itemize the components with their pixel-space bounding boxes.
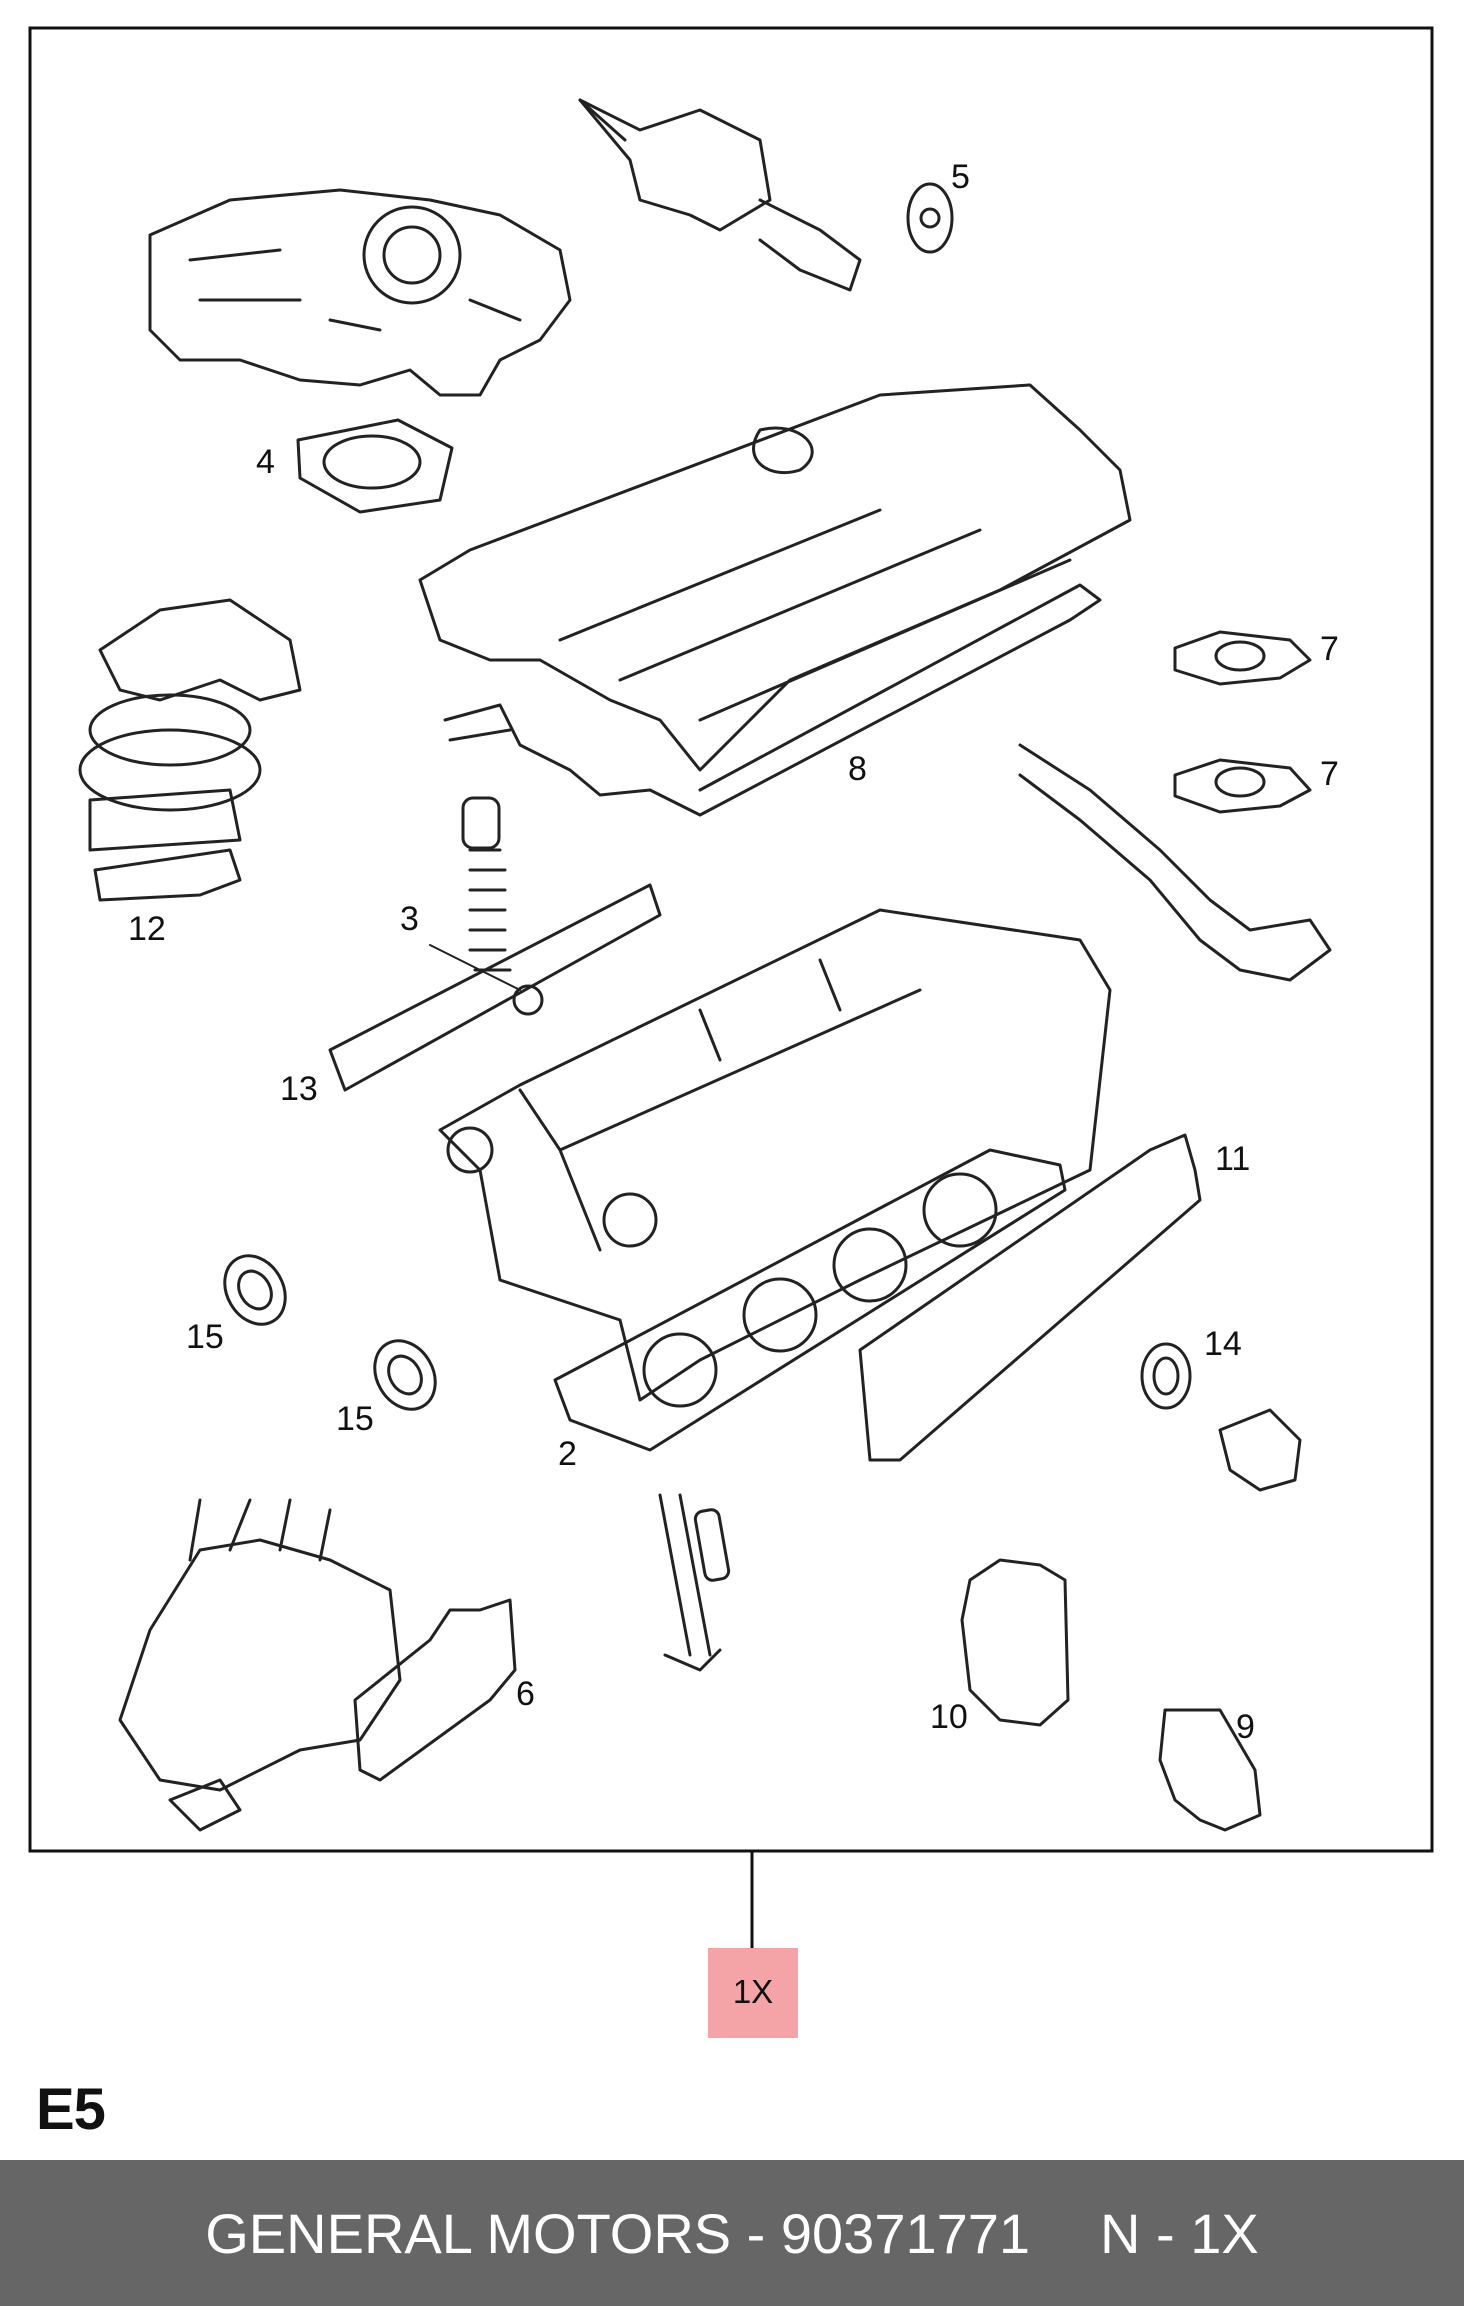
diagram-frame bbox=[28, 26, 1434, 1853]
throttle-body-illustration bbox=[148, 188, 572, 397]
callout-14: 14 bbox=[1204, 1325, 1242, 1363]
cylinder-head-illustration bbox=[438, 908, 1112, 1402]
gasket-7-lower bbox=[1173, 758, 1312, 814]
head-gasket-2 bbox=[553, 1148, 1067, 1452]
callout-5: 5 bbox=[951, 158, 970, 196]
cam-cover-illustration bbox=[418, 383, 1132, 772]
gasket-13 bbox=[328, 883, 662, 1092]
quantity-badge-label: 1X bbox=[733, 1973, 773, 2010]
callout-10: 10 bbox=[930, 1698, 968, 1736]
oil-seal-15-upper bbox=[223, 1254, 287, 1326]
pcv-valve-illustration bbox=[578, 98, 862, 292]
section-code: E5 bbox=[36, 2077, 106, 2142]
footer-bar: GENERAL MOTORS - 90371771 N - 1X bbox=[0, 2160, 1464, 2306]
callout-12: 12 bbox=[128, 910, 166, 948]
gasket-10 bbox=[960, 1558, 1070, 1727]
egr-pipe-illustration bbox=[1018, 743, 1332, 982]
callout-13: 13 bbox=[280, 1070, 318, 1108]
valve-illustration bbox=[658, 1493, 722, 1672]
callout-2: 2 bbox=[558, 1435, 577, 1473]
callout-11: 11 bbox=[1215, 1140, 1250, 1178]
gasket-6 bbox=[353, 1598, 517, 1782]
callout-7-upper: 7 bbox=[1320, 630, 1339, 668]
egr-valve-illustration bbox=[78, 598, 302, 852]
gasket-12 bbox=[93, 848, 242, 902]
callout-15-upper: 15 bbox=[186, 1318, 224, 1356]
valve-spring-3 bbox=[461, 796, 544, 1016]
cam-cover-gasket-8 bbox=[443, 583, 1102, 817]
callout-7-lower: 7 bbox=[1320, 755, 1339, 793]
gasket-5 bbox=[906, 182, 954, 254]
gasket-4 bbox=[296, 418, 454, 514]
quantity-badge bbox=[708, 1948, 798, 2038]
callout-9: 9 bbox=[1236, 1708, 1255, 1746]
seal-14 bbox=[1140, 1342, 1192, 1410]
intake-gasket-11 bbox=[858, 1133, 1202, 1462]
gasket-7-upper bbox=[1173, 630, 1312, 686]
callout-6: 6 bbox=[516, 1675, 535, 1713]
valve-guide-illustration bbox=[693, 1508, 731, 1582]
thermostat-housing-illustration bbox=[118, 1498, 402, 1832]
footer-brand-part: GENERAL MOTORS - 90371771 bbox=[205, 2201, 1031, 2265]
leader-line-3 bbox=[429, 944, 521, 991]
callout-8: 8 bbox=[848, 750, 867, 788]
callout-15-lower: 15 bbox=[336, 1400, 374, 1438]
plug-illustration bbox=[1218, 1408, 1302, 1492]
gasket-9 bbox=[1158, 1708, 1262, 1832]
callout-4: 4 bbox=[256, 443, 275, 481]
footer-quantity: N - 1X bbox=[1100, 2201, 1259, 2265]
oil-seal-15-lower bbox=[373, 1339, 437, 1411]
callout-3: 3 bbox=[400, 900, 419, 938]
